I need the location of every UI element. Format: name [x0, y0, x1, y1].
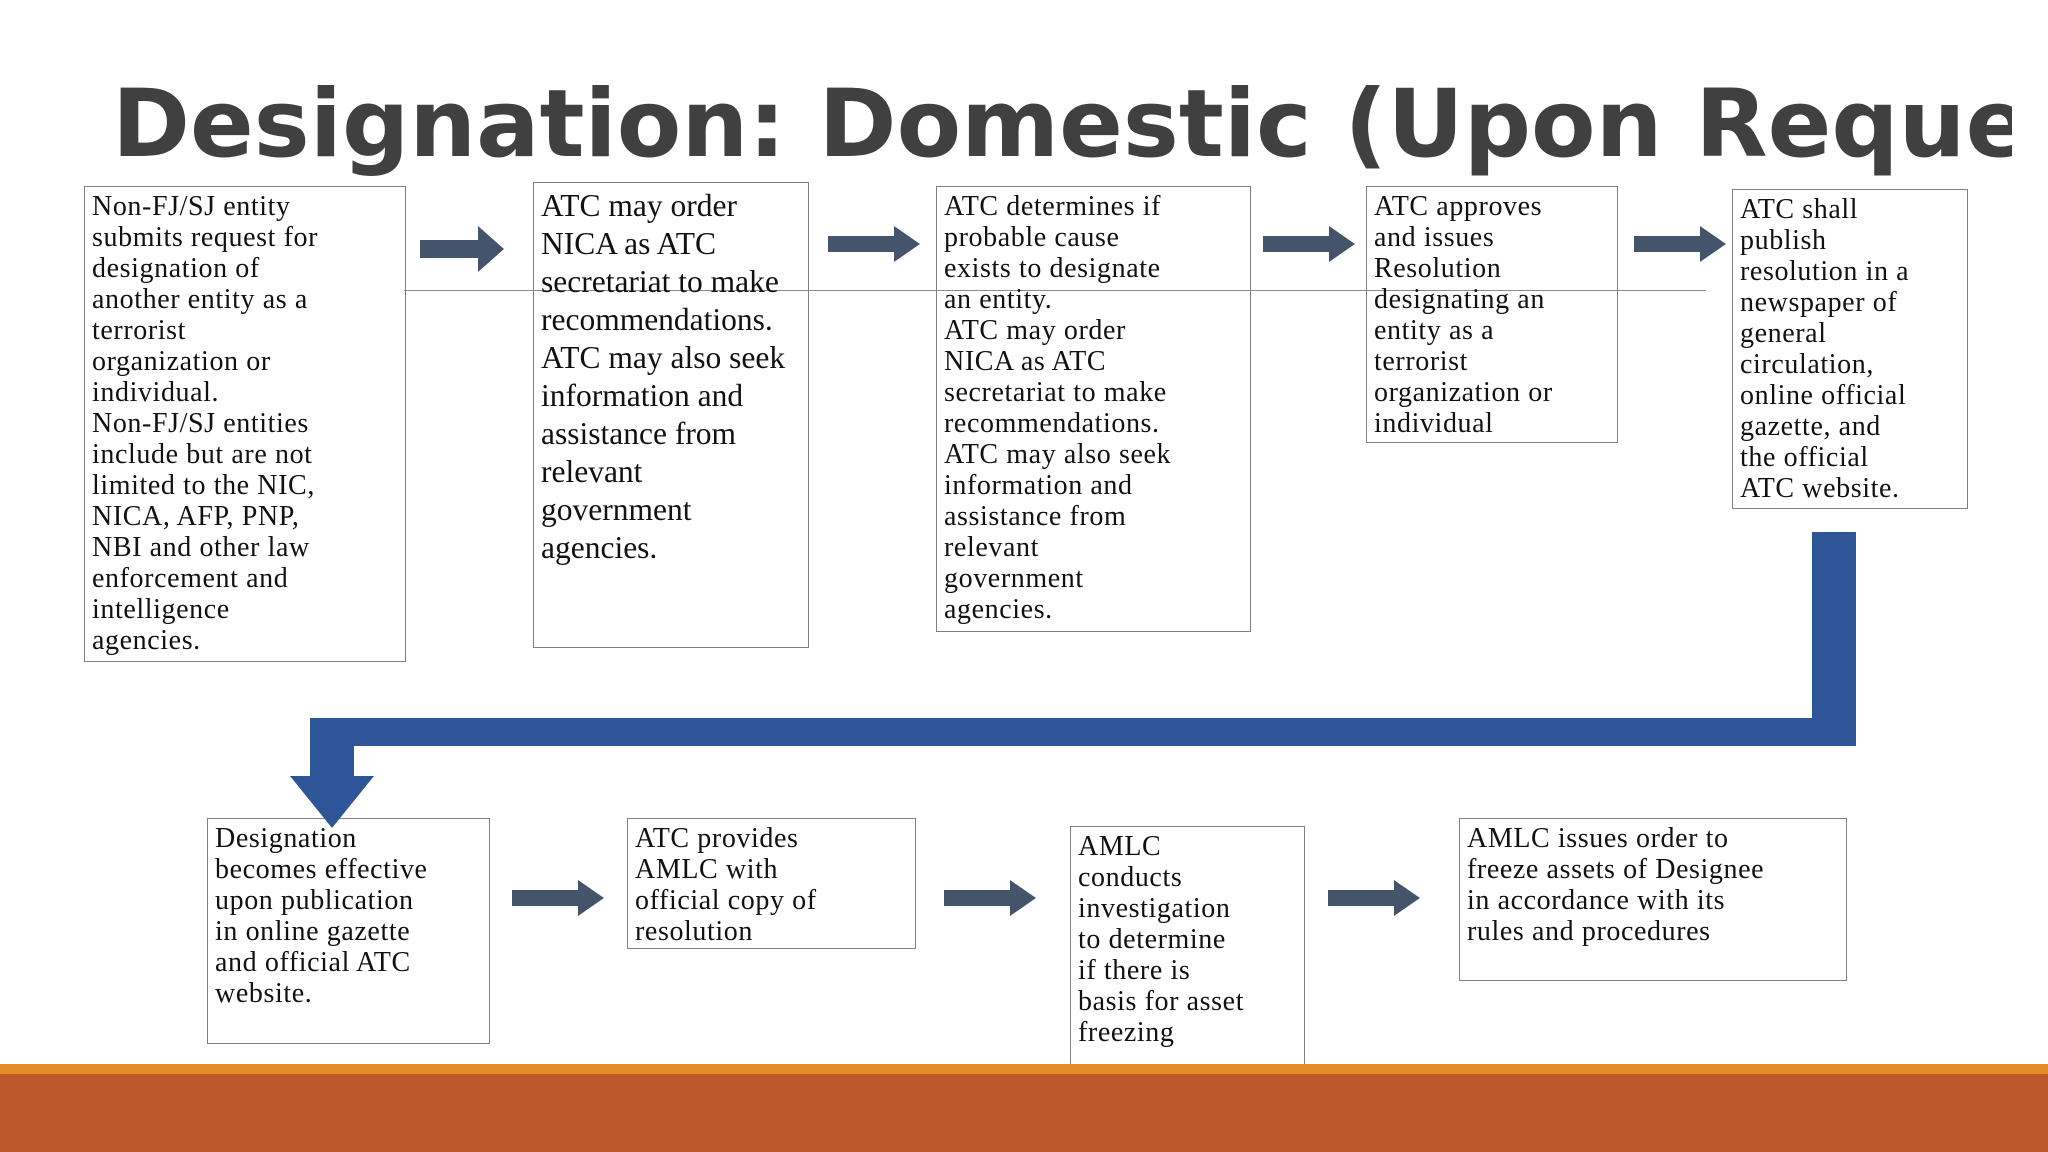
- horizontal-guide-line: [404, 290, 1706, 291]
- right-arrow-icon: [1263, 226, 1355, 262]
- footer-bar: [0, 1064, 2048, 1152]
- step-box-submit-request: Non-FJ/SJ entity submits request for des…: [84, 186, 406, 662]
- right-arrow-icon: [828, 226, 920, 262]
- right-arrow-icon: [944, 880, 1036, 916]
- right-arrow-icon: [1634, 226, 1726, 262]
- right-arrow-icon: [512, 880, 604, 916]
- right-arrow-icon: [1328, 880, 1420, 916]
- step-box-approve-resolution: ATC approves and issues Resolution desig…: [1366, 186, 1618, 443]
- footer-accent-stripe: [0, 1064, 2048, 1074]
- step-box-probable-cause: ATC determines if probable cause exists …: [936, 186, 1251, 632]
- right-arrow-icon: [420, 226, 504, 272]
- step-box-amlc-investigation: AMLC conducts investigation to determine…: [1070, 826, 1305, 1083]
- step-box-freeze-assets: AMLC issues order to freeze assets of De…: [1459, 818, 1847, 981]
- step-box-publish-resolution: ATC shall publish resolution in a newspa…: [1732, 189, 1968, 509]
- slide-title: Designation: Domestic (Upon Request: [112, 70, 2012, 179]
- step-box-nica-recommendations: ATC may order NICA as ATC secretariat to…: [533, 182, 809, 648]
- step-box-amlc-copy: ATC provides AMLC with official copy of …: [627, 818, 916, 949]
- step-box-designation-effective: Designation becomes effective upon publi…: [207, 818, 490, 1044]
